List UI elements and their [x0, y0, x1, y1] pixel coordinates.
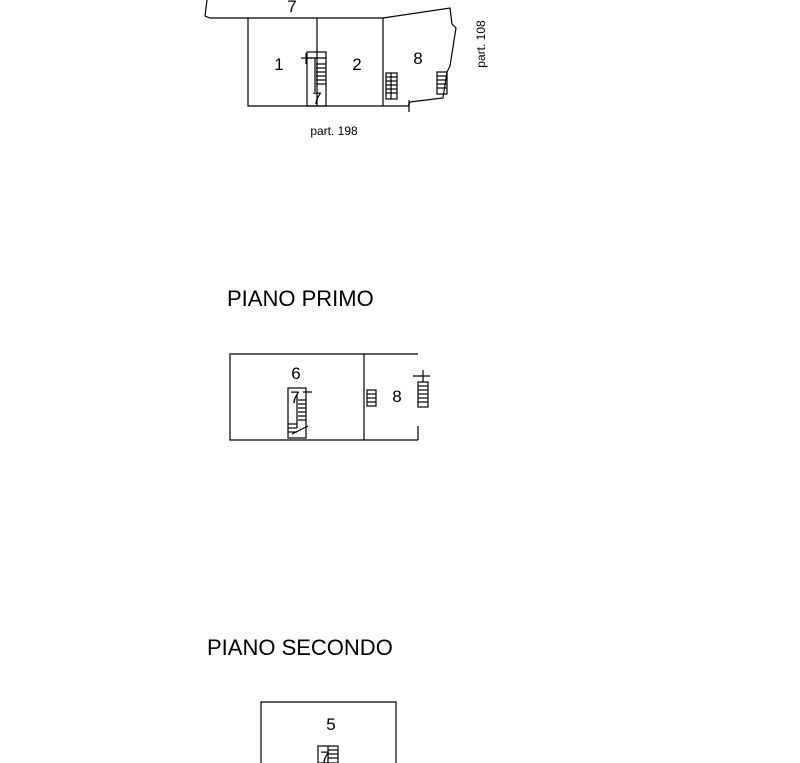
room-label: 7 [312, 89, 321, 108]
room-label: 7 [287, 0, 296, 16]
stair-icon [413, 370, 430, 408]
room-label: 5 [326, 715, 335, 734]
ground-floor-top-boundary [204, 0, 457, 103]
first-floor-outline [229, 353, 418, 441]
parcel-label-south: part. 198 [310, 124, 358, 138]
room-label: 2 [352, 55, 361, 74]
room-label: 8 [413, 49, 422, 68]
ground-floor-plan: 7 1 2 8 7 part. 198 part. 108 [204, 0, 488, 138]
room-label: 7 [290, 388, 299, 407]
room-label: 6 [291, 364, 300, 383]
stair-icon [301, 51, 327, 107]
stair-icon [317, 745, 339, 763]
room-label: 1 [274, 55, 283, 74]
room-label: 8 [392, 387, 401, 406]
floor-title: PIANO PRIMO [227, 286, 374, 311]
stair-icon [366, 389, 377, 407]
stair-icon [287, 387, 312, 439]
first-floor-plan: PIANO PRIMO [227, 286, 430, 441]
second-floor-outline [260, 701, 397, 763]
room-label: 7 [320, 748, 329, 763]
second-floor-plan: PIANO SECONDO 5 7 [207, 635, 397, 763]
parcel-label-east: part. 108 [474, 20, 488, 68]
stair-icon [385, 72, 398, 100]
stair-icon [436, 71, 448, 95]
floor-title: PIANO SECONDO [207, 635, 393, 660]
